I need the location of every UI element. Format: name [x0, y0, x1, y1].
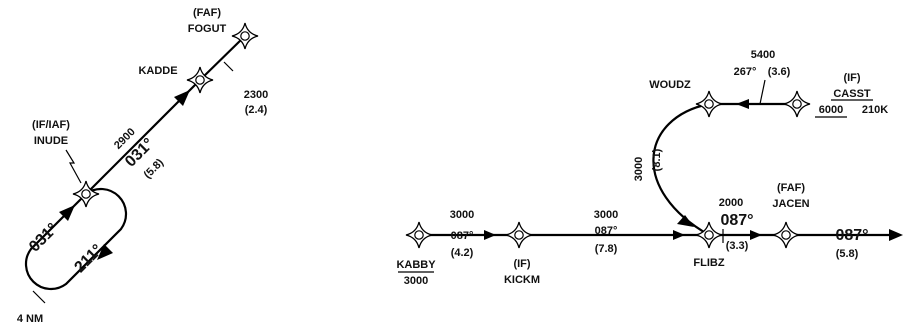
cass-woudz-altitude: 5400: [751, 49, 775, 61]
fogut-name-label: FOGUT: [188, 23, 227, 35]
kabby-name-label: KABBY: [396, 259, 436, 271]
woudz-flibz-altitude: 3000: [633, 157, 645, 181]
kickm-fix-icon: [505, 221, 533, 249]
direction-arrow: [677, 215, 694, 227]
fogut-role-label: (FAF): [193, 7, 221, 19]
cass-speed-limit: 210K: [862, 104, 888, 116]
woudz-flibz-distance: (8.1): [651, 148, 663, 171]
direction-arrow: [484, 230, 496, 240]
flibz-fix-icon: [695, 221, 723, 249]
flibz-jacen-course: 087°: [720, 212, 753, 229]
flibz-jacen-distance: (3.3): [726, 240, 749, 252]
inude-role-label: (IF/IAF): [32, 119, 70, 131]
holding-pattern-track: [24, 187, 128, 291]
kadde-fogut-distance: (2.4): [245, 104, 268, 116]
final-course: 087°: [835, 227, 868, 244]
woudz-fix-icon: [695, 90, 723, 118]
direction-arrow: [59, 205, 75, 221]
jacen-role-label: (FAF): [777, 182, 805, 194]
kadde-fogut-track: [199, 35, 246, 81]
jacen-fix-icon: [772, 221, 800, 249]
direction-arrow: [174, 90, 190, 106]
kickm-flibz-distance: (7.8): [595, 243, 618, 255]
cass-woudz-distance: (3.6): [768, 66, 791, 78]
fix-boundary-tick: [223, 61, 234, 72]
inude-name-label: INUDE: [34, 135, 68, 147]
jacen-name-label: JACEN: [772, 198, 809, 210]
final-distance: (5.8): [836, 248, 859, 260]
kabby-kickm-course: 087°: [451, 230, 474, 242]
kickm-flibz-altitude: 3000: [594, 209, 618, 221]
kabby-min-altitude: 3000: [404, 275, 428, 287]
direction-arrow: [889, 229, 903, 241]
direction-arrow: [97, 244, 113, 260]
holding-leg-tick: [32, 290, 46, 304]
cass-woudz-course: 267°: [734, 66, 757, 78]
direction-arrow: [750, 230, 762, 240]
flibz-jacen-altitude: 2000: [719, 197, 743, 209]
kadde-fogut-altitude: 2300: [244, 89, 268, 101]
direction-arrow: [673, 230, 685, 240]
right-procedure: (IF) CASST 6000 210K 5400 267° (3.6) WOU…: [396, 49, 903, 287]
fix-pointer-bolt: [65, 149, 82, 184]
kickm-name-label: KICKM: [504, 274, 540, 286]
holding-outbound-course: 211°: [71, 241, 106, 276]
woudz-name-label: WOUDZ: [649, 79, 691, 91]
kadde-name-label: KADDE: [138, 65, 177, 77]
direction-arrow: [736, 99, 749, 109]
kickm-role-label: (IF): [513, 258, 530, 270]
left-procedure: (FAF) FOGUT KADDE 2300 (2.4) (IF/IAF) IN…: [17, 7, 268, 325]
cass-min-altitude: 6000: [819, 104, 843, 116]
kabby-kickm-altitude: 3000: [450, 209, 474, 221]
flibz-name-label: FLIBZ: [693, 257, 724, 269]
cass-fix-icon: [783, 90, 811, 118]
leg-pointer: [759, 79, 766, 105]
inude-kadde-distance: (5.8): [142, 156, 167, 181]
kabby-kickm-distance: (4.2): [451, 247, 474, 259]
holding-leg-length: 4 NM: [17, 313, 43, 325]
kickm-flibz-course: 087°: [595, 225, 618, 237]
cass-name-label: CASST: [833, 88, 871, 100]
cass-role-label: (IF): [843, 72, 860, 84]
kabby-fix-icon: [405, 221, 433, 249]
